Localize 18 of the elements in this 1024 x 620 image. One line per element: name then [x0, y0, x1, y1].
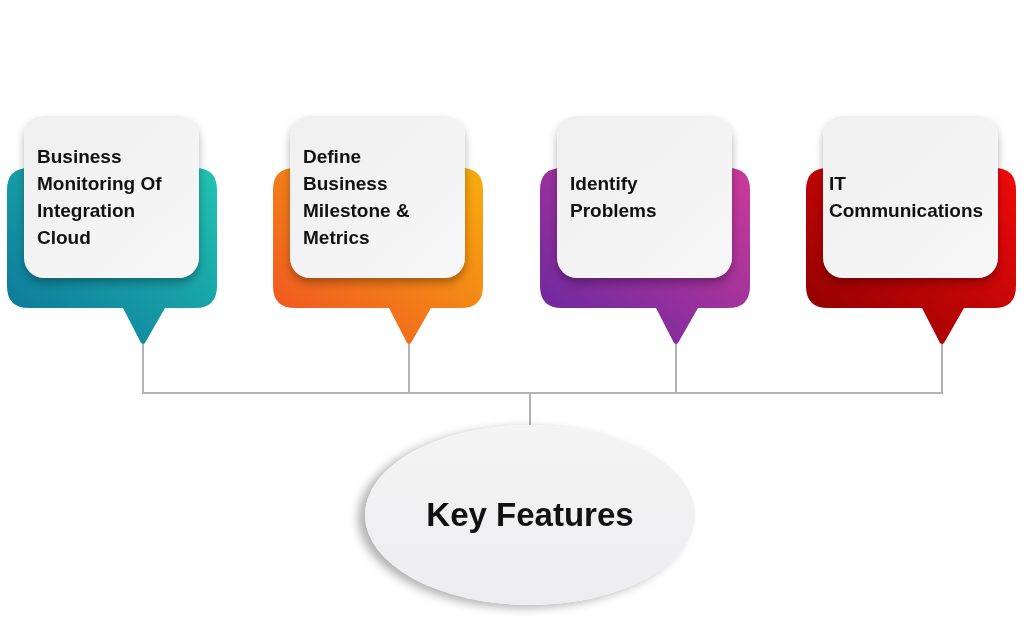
feature-text: IT Communications — [829, 172, 985, 223]
speech-bubble — [540, 116, 750, 345]
connector-line — [408, 392, 531, 394]
connector-line — [941, 344, 943, 394]
connector-line — [142, 344, 144, 394]
speech-bubble — [806, 116, 1016, 345]
heading-text: Key Features — [426, 495, 634, 535]
connector-line — [675, 392, 943, 394]
feature-text: Business Monitoring Of Integration Cloud — [37, 145, 163, 250]
speech-bubble — [7, 116, 217, 345]
feature-text: Identify Problems — [570, 172, 658, 223]
connector-line — [529, 392, 677, 394]
speech-bubble — [273, 116, 483, 345]
connector-line — [142, 392, 410, 394]
connector-line — [408, 344, 410, 394]
feature-text: Define Business Milestone & Metrics — [303, 145, 411, 250]
connector-line — [529, 392, 531, 426]
connector-line — [675, 344, 677, 394]
